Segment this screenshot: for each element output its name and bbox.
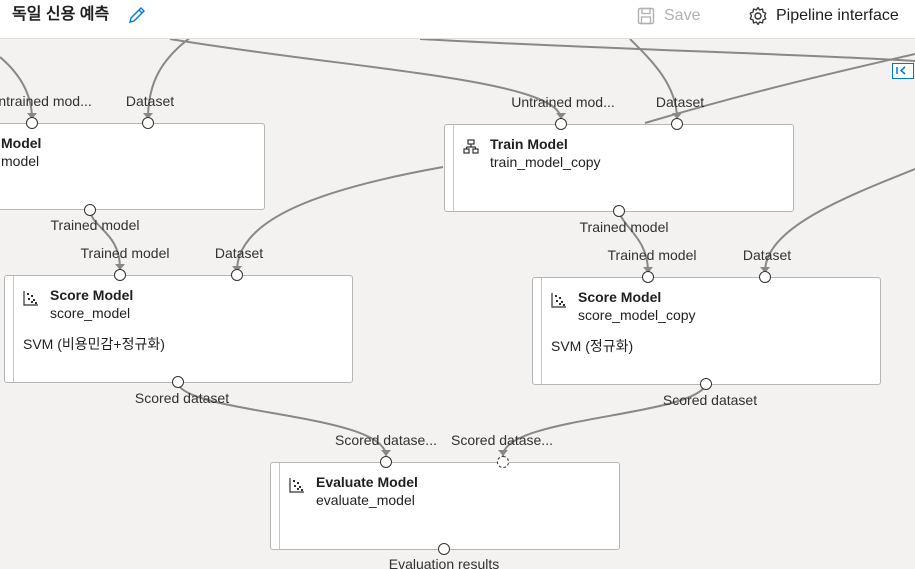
score-model-node[interactable]: Score Model score_model SVM (비용민감+정규화)	[4, 275, 353, 383]
gear-icon	[749, 6, 767, 26]
port-label: Evaluation results	[388, 556, 500, 569]
output-port[interactable]	[438, 543, 450, 555]
input-port[interactable]	[26, 117, 38, 129]
module-subname: score_model_copy	[578, 307, 696, 323]
port-label: Trained model	[579, 219, 669, 235]
output-port[interactable]	[84, 204, 96, 216]
module-name: Model	[1, 135, 42, 151]
port-label: Trained model	[80, 245, 170, 261]
train-module-icon	[463, 139, 479, 154]
pipeline-title: 독일 신용 예측	[12, 6, 110, 23]
connection-edges	[0, 39, 915, 457]
save-button[interactable]: Save	[637, 5, 700, 27]
input-port[interactable]	[142, 117, 154, 129]
input-port[interactable]	[380, 456, 392, 468]
pipeline-toolbar: 독일 신용 예측 Save Pipeline interface	[0, 0, 915, 39]
input-port[interactable]	[759, 271, 771, 283]
collapse-left-icon	[896, 66, 906, 75]
port-label: Scored dataset	[134, 390, 230, 406]
edit-pencil-icon[interactable]	[127, 5, 147, 25]
input-port[interactable]	[642, 271, 654, 283]
module-subname: train_model_copy	[490, 154, 601, 170]
module-name: Train Model	[490, 136, 568, 152]
module-name: Evaluate Model	[316, 474, 418, 490]
port-label: Trained model	[607, 247, 697, 263]
save-label: Save	[664, 7, 701, 24]
output-port[interactable]	[700, 378, 712, 390]
port-label: Dataset	[125, 93, 175, 109]
scatter-plot-icon	[23, 291, 38, 306]
module-subname: evaluate_model	[316, 492, 415, 508]
input-port[interactable]	[555, 118, 567, 130]
train-model-node[interactable]: Train Model train_model_copy	[444, 124, 794, 212]
node-divider	[13, 276, 14, 382]
input-port[interactable]	[671, 118, 683, 130]
input-port[interactable]	[497, 456, 509, 468]
port-label: Scored datase...	[335, 432, 437, 448]
pipeline-canvas[interactable]: Model model Untrained mod... Dataset Tra…	[0, 39, 915, 569]
scatter-plot-icon	[289, 478, 304, 493]
module-subname: score_model	[50, 305, 131, 321]
scatter-plot-icon	[551, 293, 566, 308]
node-divider	[453, 125, 454, 211]
module-name: Score Model	[50, 287, 134, 303]
port-label: Dataset	[655, 94, 705, 110]
module-subname: model	[1, 153, 40, 169]
port-label: Trained model	[50, 217, 140, 233]
input-port[interactable]	[231, 269, 243, 281]
port-label: Dataset	[742, 247, 792, 263]
save-disk-icon	[637, 7, 655, 25]
input-port[interactable]	[114, 269, 126, 281]
port-label: Dataset	[214, 245, 264, 261]
port-label: Scored datase...	[451, 432, 553, 448]
port-label: Untrained mod...	[511, 94, 615, 110]
train-model-node-left[interactable]: Model model	[0, 123, 265, 210]
port-label: Scored dataset	[662, 392, 758, 408]
module-comment: SVM (정규화)	[551, 338, 634, 354]
module-name: Score Model	[578, 289, 662, 305]
port-label: Untrained mod...	[0, 93, 92, 109]
output-port[interactable]	[613, 205, 625, 217]
node-divider	[279, 463, 280, 549]
module-comment: SVM (비용민감+정규화)	[23, 336, 165, 352]
evaluate-model-node[interactable]: Evaluate Model evaluate_model	[270, 462, 620, 550]
score-model-copy-node[interactable]: Score Model score_model_copy SVM (정규화)	[532, 277, 881, 385]
output-port[interactable]	[172, 376, 184, 388]
pipeline-interface-label: Pipeline interface	[776, 7, 899, 24]
node-divider	[541, 278, 542, 384]
collapse-panel-button[interactable]	[892, 63, 914, 79]
pipeline-interface-button[interactable]: Pipeline interface	[748, 5, 899, 27]
